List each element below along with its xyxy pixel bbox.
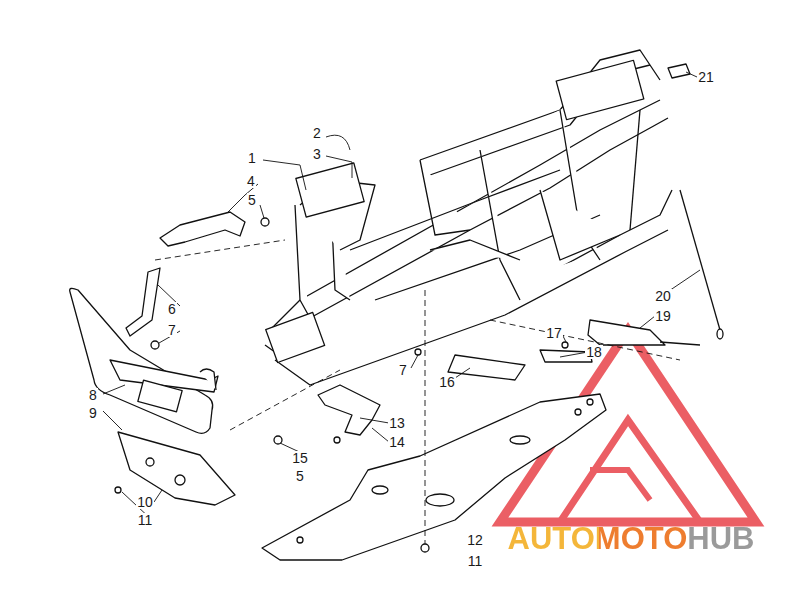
callout-number: 14: [388, 435, 406, 449]
callout-number: 3: [312, 147, 322, 161]
callout-number: 8: [88, 388, 98, 402]
callout-number: 20: [654, 289, 672, 303]
watermark-text: AUTOMOTOHUB: [508, 523, 755, 554]
callout-number: 15: [291, 451, 309, 465]
callout-number: 21: [697, 70, 715, 84]
callout-number: 10: [136, 495, 154, 509]
callout-number: 16: [438, 375, 456, 389]
callout-number: 5: [295, 469, 305, 483]
callout-number: 9: [88, 406, 98, 420]
callout-number: 6: [167, 302, 177, 316]
callout-number: 18: [585, 345, 603, 359]
callout-number: 7: [398, 363, 408, 377]
callout-number: 5: [247, 193, 257, 207]
callout-number: 1: [247, 151, 257, 165]
callout-number: 11: [137, 513, 154, 527]
callout-number: 12: [466, 533, 484, 547]
callout-number: 4: [246, 174, 256, 188]
callout-number: 13: [388, 416, 406, 430]
callout-number: 19: [654, 309, 672, 323]
callout-number: 2: [312, 126, 322, 140]
callout-number: 7: [167, 323, 177, 337]
callout-number: 11: [467, 554, 484, 568]
callout-number: 17: [545, 326, 563, 340]
